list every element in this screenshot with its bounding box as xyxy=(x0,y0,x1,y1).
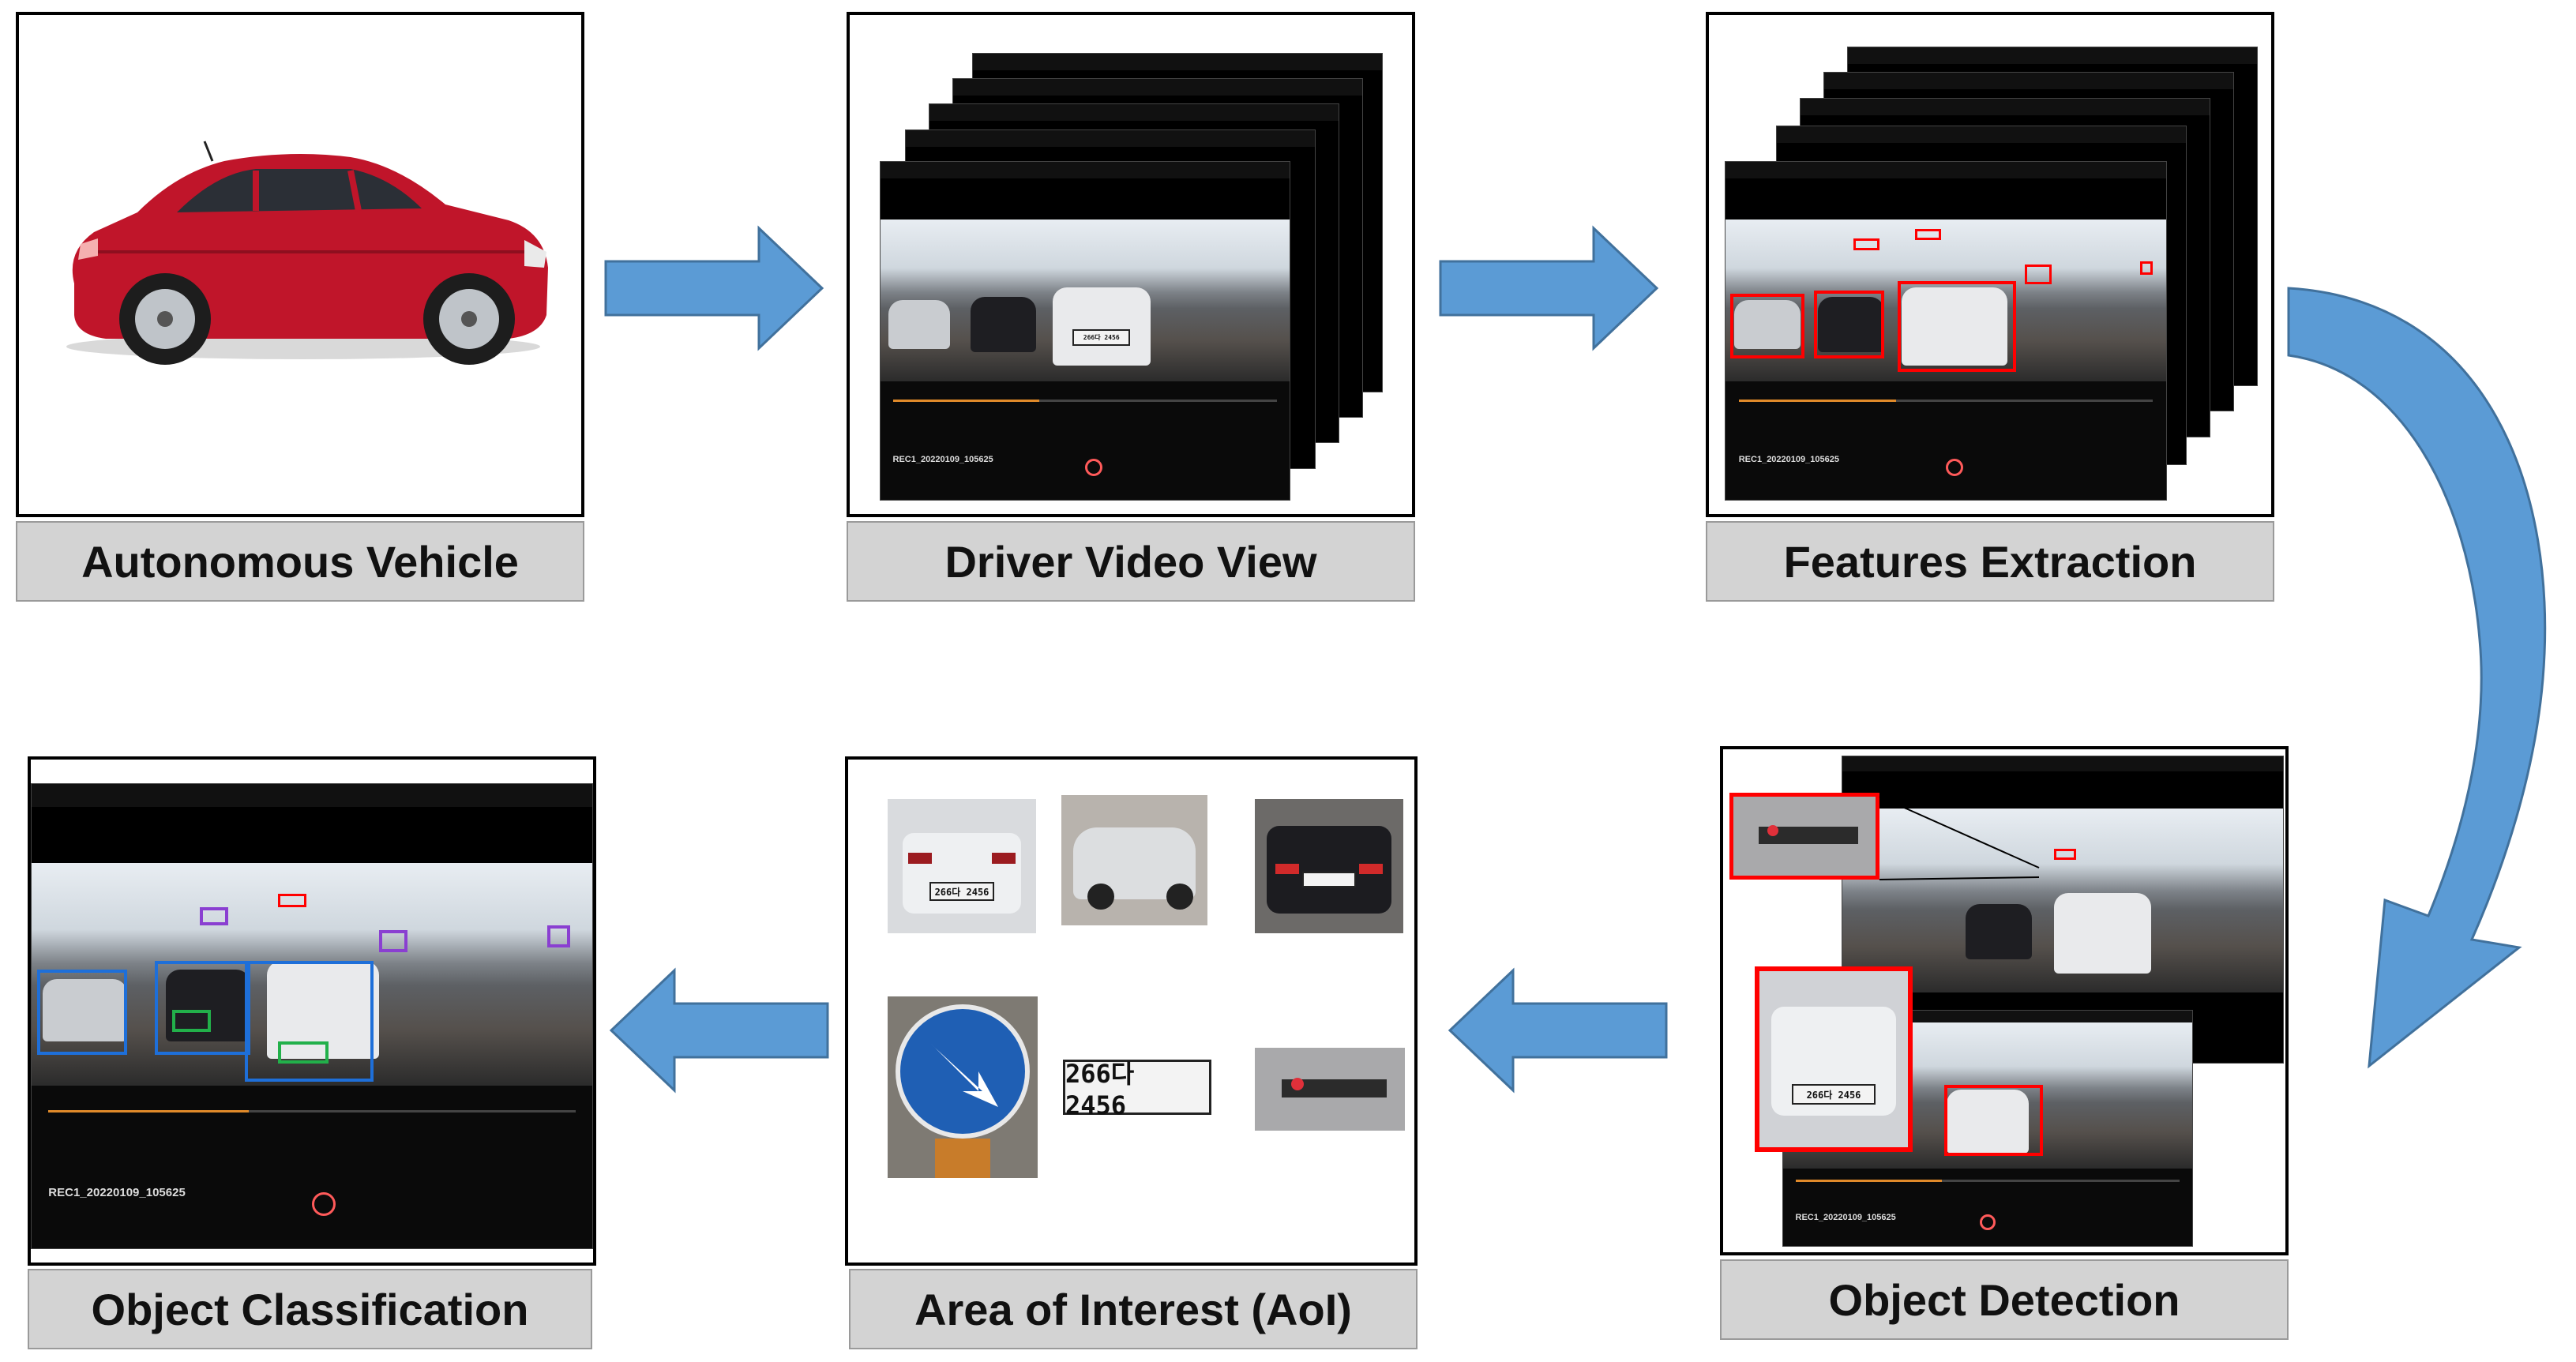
aoi-crop-license-plate: 266다 2456 xyxy=(1063,1059,1211,1120)
object-detection-panel: REC1_20220109_105625 266다 2456 xyxy=(1720,746,2289,1255)
aoi-crop-traffic-light xyxy=(1255,1048,1405,1131)
license-plate: 266다 2456 xyxy=(1792,1083,1876,1105)
autonomous-vehicle-panel xyxy=(16,12,584,517)
license-plate: 266다 2456 xyxy=(1072,329,1130,346)
recording-name: REC1_20220109_105625 xyxy=(892,455,993,465)
label-autonomous-vehicle: Autonomous Vehicle xyxy=(16,521,584,602)
aoi-crop-silver-car xyxy=(1061,795,1207,925)
video-player-window: 266다 2456 REC1_20220109_105625 xyxy=(880,161,1290,501)
recording-name: REC1_20220109_105625 xyxy=(1738,455,1839,465)
detection-zoom-traffic-light xyxy=(1729,793,1879,880)
label-area-of-interest: Area of Interest (AoI) xyxy=(849,1269,1418,1349)
label-features-extraction: Features Extraction xyxy=(1706,521,2274,602)
right-arrow-icon xyxy=(1439,225,1659,351)
driver-video-view-panel: 266다 2456 REC1_20220109_105625 xyxy=(847,12,1415,517)
video-player-window: REC1_20220109_105625 xyxy=(31,783,593,1249)
detection-zoom-white-car: 266다 2456 xyxy=(1755,966,1913,1152)
label-driver-video-view: Driver Video View xyxy=(847,521,1415,602)
road-sign-icon xyxy=(896,1004,1030,1178)
left-arrow-icon xyxy=(609,967,829,1094)
video-player-window: REC1_20220109_105625 xyxy=(1725,161,2167,501)
aoi-crop-white-car: 266다 2456 xyxy=(888,799,1036,933)
license-plate: 266다 2456 xyxy=(929,882,995,902)
left-arrow-icon xyxy=(1448,967,1668,1094)
features-extraction-panel: REC1_20220109_105625 xyxy=(1706,12,2274,517)
recording-name: REC1_20220109_105625 xyxy=(48,1186,186,1200)
object-classification-panel: REC1_20220109_105625 xyxy=(28,756,596,1266)
right-arrow-icon xyxy=(604,225,824,351)
aoi-crop-dark-car xyxy=(1255,799,1403,933)
label-object-detection: Object Detection xyxy=(1720,1259,2289,1340)
red-car-icon xyxy=(66,141,549,365)
curved-down-arrow-icon xyxy=(2287,287,2547,1069)
aoi-crop-road-sign xyxy=(888,996,1038,1178)
area-of-interest-panel: 266다 2456 266다 2456 xyxy=(845,756,1418,1266)
label-object-classification: Object Classification xyxy=(28,1269,592,1349)
recording-name: REC1_20220109_105625 xyxy=(1795,1213,1896,1223)
